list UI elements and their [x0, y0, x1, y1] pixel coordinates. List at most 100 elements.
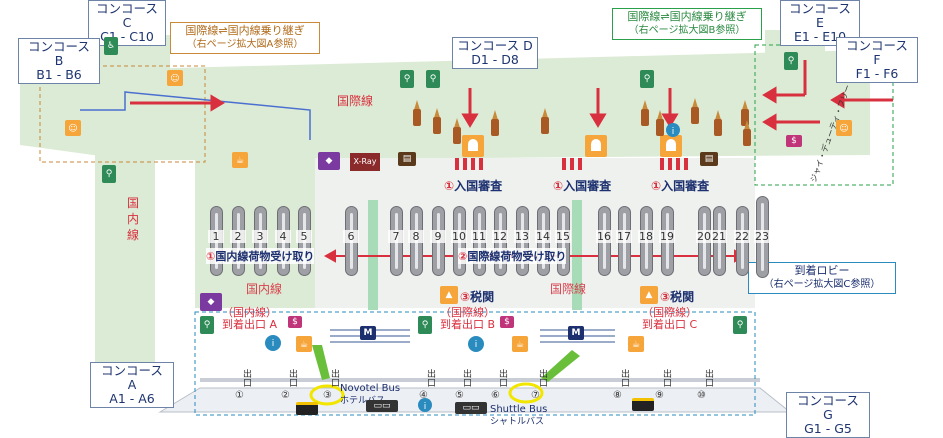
concourse-d-label: コンコース D D1 - D8 [452, 37, 538, 69]
novotel-bus-label: Novotel Bus [340, 383, 401, 394]
xray-sign: X-Ray [350, 153, 380, 171]
baggage-belt-number: 18 [638, 230, 654, 243]
guardian-statue-icon [640, 100, 650, 128]
guardian-statue-icon [655, 110, 665, 138]
domestic-hall-label: 国内線 [246, 282, 283, 296]
baggage-belt-number: 21 [711, 230, 727, 243]
taxi-icon [632, 398, 654, 411]
customs-officer-icon: ▲ [640, 286, 658, 304]
exit-door-9: 出口 [661, 369, 671, 387]
exit-door-8: 出口 [619, 369, 629, 387]
lounge-icon: ☕ [628, 336, 644, 352]
exit-number-2: ② [281, 390, 290, 401]
hotel-bus-label: ホテルバス [340, 396, 386, 406]
exit-door-6: 出口 [497, 369, 507, 387]
shop-icon: ▤ [398, 152, 416, 166]
domestic-corridor-label: 国内線 [127, 196, 140, 242]
lounge-icon: ☕ [232, 152, 248, 168]
exit-3-highlight [309, 384, 345, 406]
shuttle-bus-jp-label: シャトルバス [490, 417, 545, 427]
arrival-exit-c-label: （国際線） 到着出口 C [642, 306, 698, 331]
info-icon: i [468, 336, 484, 352]
atm-icon: $ [786, 135, 802, 147]
restroom-icon: ⚲ [426, 70, 440, 88]
restroom-icon: ⚲ [784, 52, 798, 70]
domestic-baggage-label: ①国内線荷物受け取り [206, 248, 315, 264]
customs-label-2: ③税関 [660, 290, 695, 304]
baby-care-icon: ☺ [836, 120, 852, 136]
guardian-statue-icon [540, 108, 550, 136]
atm-icon: $ [288, 316, 302, 328]
customs-label-1: ③税関 [460, 290, 495, 304]
restroom-icon: ⚲ [102, 165, 116, 183]
baggage-belt-number: 1 [208, 230, 224, 243]
baggage-belt-number: 13 [514, 230, 530, 243]
baby-care-icon: ☺ [167, 70, 183, 86]
restroom-icon: ⚲ [733, 316, 747, 334]
baggage-belt-number: 16 [596, 230, 612, 243]
exit-door-3: 出口 [329, 369, 339, 387]
baggage-belt-number: 6 [343, 230, 359, 243]
exit-number-7: ⑦ [531, 390, 540, 401]
guardian-statue-icon [432, 108, 442, 136]
exit-number-9: ⑨ [655, 390, 664, 401]
immigration-label-1: ①入国審査 [444, 179, 503, 193]
prayer-room-icon: ◆ [200, 293, 222, 311]
exit-door-5: 出口 [461, 369, 471, 387]
arrival-exit-a-label: （国内線） 到着出口 A [222, 306, 278, 331]
exit-door-2: 出口 [287, 369, 297, 387]
exit-number-5: ⑤ [455, 390, 464, 401]
baggage-belt-number: 2 [230, 230, 246, 243]
concourse-a-corridor [95, 150, 155, 365]
metro-icon: M [568, 326, 584, 340]
shop-icon: ▤ [700, 152, 718, 166]
restroom-icon: ⚲ [640, 70, 654, 88]
international-hall-label: 国際線 [550, 282, 587, 296]
international-corridor-label: 国際線 [337, 94, 374, 108]
exit-number-1: ① [235, 390, 244, 401]
transfer-zone-b [754, 44, 894, 186]
concourse-a-label: コンコース A A1 - A6 [90, 362, 174, 408]
baggage-belt-number: 23 [754, 230, 770, 243]
baggage-belt-number: 9 [430, 230, 446, 243]
exit-7-highlight [508, 382, 544, 404]
baggage-belt-number: 8 [408, 230, 424, 243]
immigration-booth-icon [660, 135, 682, 157]
exit-door-1: 出口 [241, 369, 251, 387]
international-baggage-label: ②国際線荷物受け取り [458, 248, 567, 264]
baggage-belt-number: 3 [252, 230, 268, 243]
baby-care-icon: ☺ [65, 120, 81, 136]
taxi-icon [296, 402, 318, 415]
transfer-label-a: 国際線⇌国内線乗り継ぎ （右ページ拡大図A参照） [170, 22, 320, 54]
baggage-belt-number: 20 [696, 230, 712, 243]
baggage-belt-number: 17 [616, 230, 632, 243]
immigration-label-2: ①入国審査 [553, 179, 612, 193]
exit-number-4: ④ [419, 390, 428, 401]
concourse-g-label: コンコース G G1 - G5 [786, 392, 870, 438]
customs-officer-icon: ▲ [440, 286, 458, 304]
info-icon: i [265, 335, 281, 351]
restroom-icon: ⚲ [418, 316, 432, 334]
bus-icon: ▭▭ [455, 402, 487, 414]
exit-number-6: ⑥ [491, 390, 500, 401]
exit-number-10: ⑩ [697, 390, 706, 401]
transfer-label-b: 国際線⇌国内線乗り継ぎ （右ページ拡大図B参照） [612, 8, 762, 40]
baggage-belt-number: 15 [555, 230, 571, 243]
exit-number-8: ⑧ [613, 390, 622, 401]
guardian-statue-icon [742, 120, 752, 148]
immigration-booth-icon [462, 135, 484, 157]
concourse-b-label: コンコース B B1 - B6 [18, 38, 100, 84]
guardian-statue-icon [713, 110, 723, 138]
transfer-zone-a [39, 65, 206, 163]
baggage-belt-number: 14 [535, 230, 551, 243]
exit-number-3: ③ [323, 390, 332, 401]
prayer-room-icon: ◆ [318, 152, 340, 170]
info-icon: i [666, 123, 680, 137]
baggage-belt-number: 22 [734, 230, 750, 243]
guardian-statue-icon [412, 100, 422, 128]
lounge-icon: ☕ [296, 336, 312, 352]
restroom-icon: ⚲ [400, 70, 414, 88]
baggage-belt-number: 4 [275, 230, 291, 243]
exit-door-10: 出口 [703, 369, 713, 387]
lounge-icon: ☕ [512, 336, 528, 352]
